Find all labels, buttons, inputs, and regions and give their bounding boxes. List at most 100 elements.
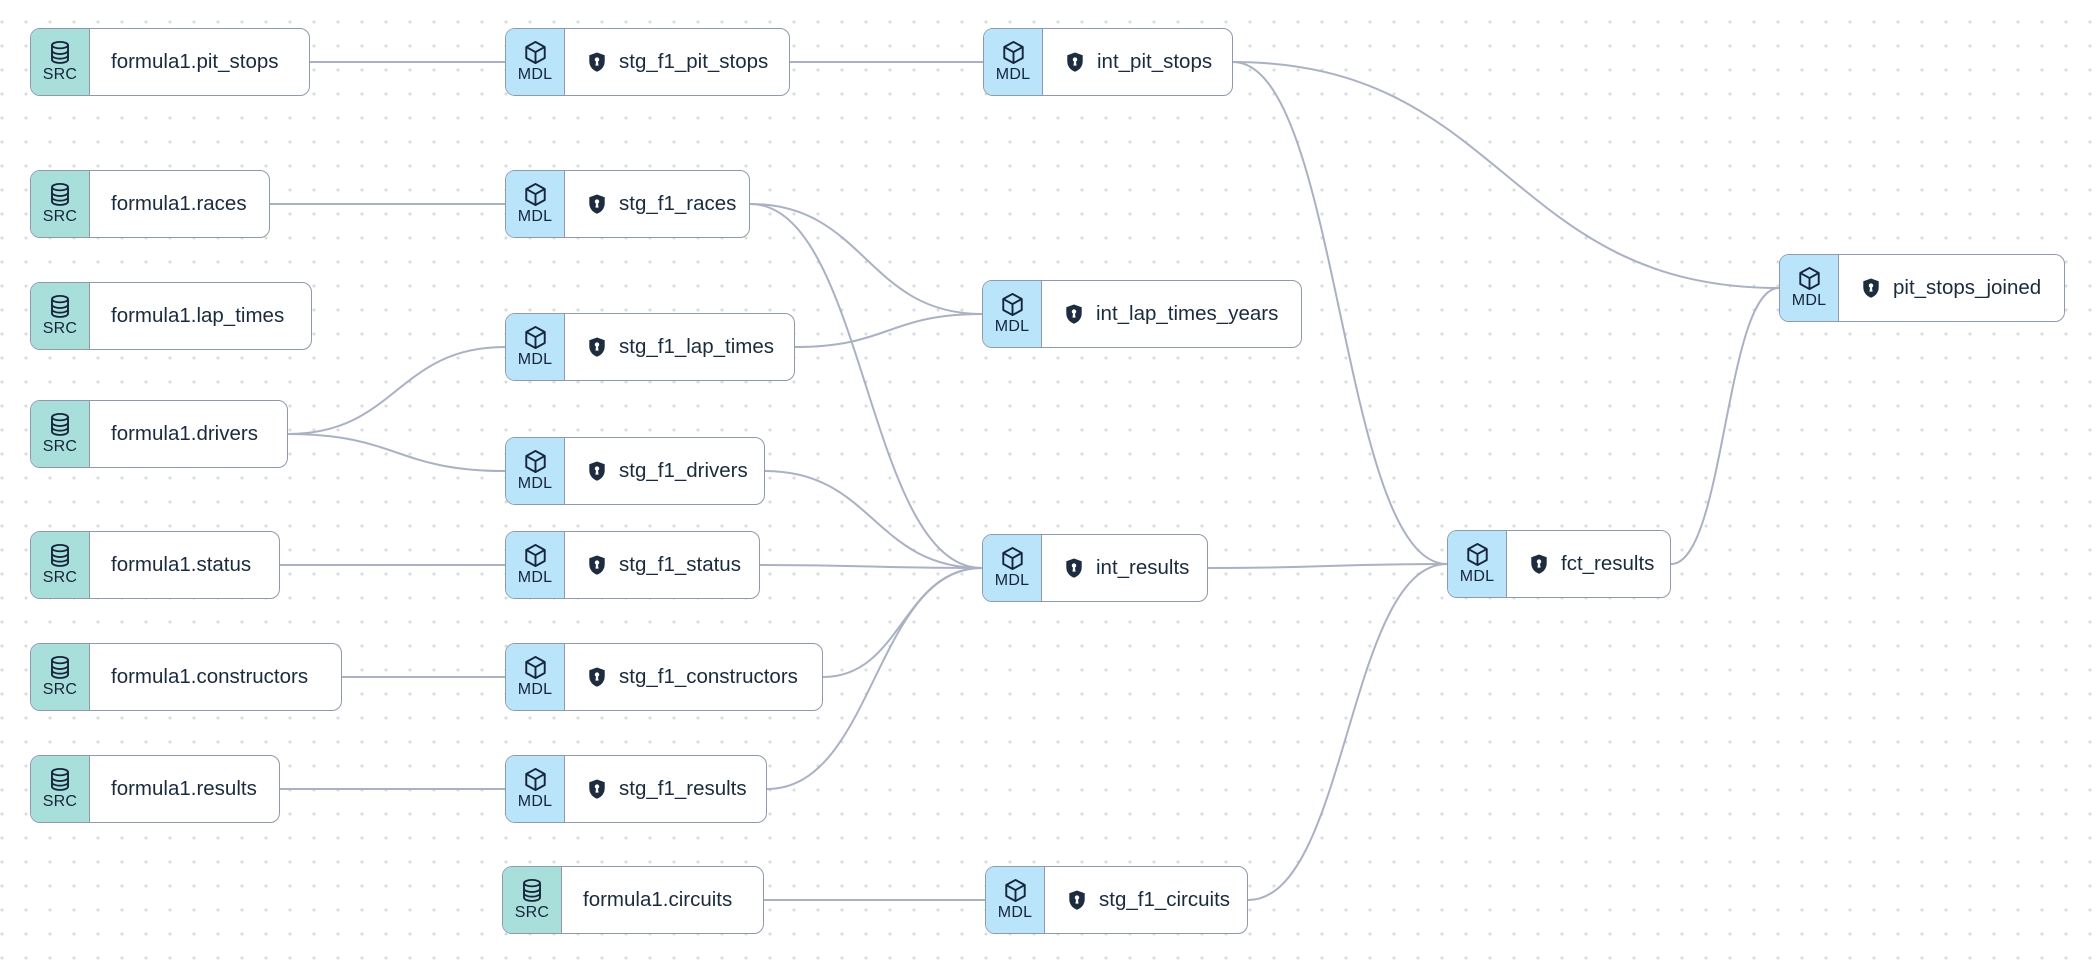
node-body: formula1.drivers xyxy=(90,401,287,467)
cube-icon xyxy=(999,545,1026,572)
node-body: stg_f1_status xyxy=(565,532,761,598)
node-kind-label: SRC xyxy=(42,569,78,587)
cube-icon xyxy=(999,291,1026,318)
lineage-node-pit_stops_joined[interactable]: MDL pit_stops_joined xyxy=(1779,254,2065,322)
node-kind-label: MDL xyxy=(994,318,1030,336)
lineage-node-int_results[interactable]: MDL int_results xyxy=(982,534,1208,602)
node-kind-label: SRC xyxy=(42,793,78,811)
edge-stg_lap_times--int_lap_times_years xyxy=(794,313,983,348)
database-icon xyxy=(47,766,73,793)
database-icon xyxy=(47,411,73,438)
node-label: formula1.circuits xyxy=(583,888,733,911)
edge-src_drivers--stg_drivers xyxy=(287,433,506,472)
node-kind-label: SRC xyxy=(514,904,550,922)
lineage-node-int_pit_stops[interactable]: MDL int_pit_stops xyxy=(983,28,1233,96)
edge-stg_drivers--int_results xyxy=(764,470,983,569)
node-body: stg_f1_constructors xyxy=(565,644,822,710)
node-kind-label: MDL xyxy=(995,66,1031,84)
edge-stg_races--int_lap_times_years xyxy=(749,203,983,315)
lineage-node-stg_races[interactable]: MDL stg_f1_races xyxy=(505,170,750,238)
lineage-node-src_status[interactable]: SRC formula1.status xyxy=(30,531,280,599)
node-kind-badge: MDL xyxy=(506,171,565,237)
node-body: stg_f1_pit_stops xyxy=(565,29,789,95)
node-label: stg_f1_circuits xyxy=(1099,888,1231,911)
node-kind-label: MDL xyxy=(1791,292,1827,310)
shield-lock-icon xyxy=(586,193,608,215)
cube-icon xyxy=(1002,877,1029,904)
node-body: stg_f1_drivers xyxy=(565,438,768,504)
lineage-node-stg_status[interactable]: MDL stg_f1_status xyxy=(505,531,760,599)
node-kind-label: SRC xyxy=(42,681,78,699)
node-kind-label: MDL xyxy=(997,904,1033,922)
node-label: formula1.pit_stops xyxy=(111,50,279,73)
node-kind-badge: SRC xyxy=(31,171,90,237)
node-kind-label: MDL xyxy=(517,66,553,84)
database-icon xyxy=(47,39,73,66)
lineage-node-stg_pit_stops[interactable]: MDL stg_f1_pit_stops xyxy=(505,28,790,96)
shield-lock-icon xyxy=(1063,303,1085,325)
cube-icon xyxy=(522,448,549,475)
node-body: formula1.pit_stops xyxy=(90,29,309,95)
node-label: stg_f1_results xyxy=(619,777,747,800)
node-kind-badge: MDL xyxy=(506,532,565,598)
node-body: formula1.races xyxy=(90,171,269,237)
edge-stg_races--int_results xyxy=(749,203,983,569)
shield-lock-icon xyxy=(586,778,608,800)
edge-int_pit_stops--pit_stops_joined xyxy=(1232,61,1780,289)
node-kind-badge: MDL xyxy=(506,644,565,710)
lineage-node-int_lap_times_years[interactable]: MDL int_lap_times_years xyxy=(982,280,1302,348)
node-label: fct_results xyxy=(1561,552,1655,575)
node-body: stg_f1_results xyxy=(565,756,767,822)
node-body: stg_f1_lap_times xyxy=(565,314,794,380)
node-label: formula1.constructors xyxy=(111,665,309,688)
shield-lock-icon xyxy=(1528,553,1550,575)
lineage-node-stg_lap_times[interactable]: MDL stg_f1_lap_times xyxy=(505,313,795,381)
node-label: formula1.status xyxy=(111,553,252,576)
database-icon xyxy=(47,181,73,208)
lineage-node-src_circuits[interactable]: SRC formula1.circuits xyxy=(502,866,764,934)
cube-icon xyxy=(522,766,549,793)
lineage-node-stg_constructors[interactable]: MDL stg_f1_constructors xyxy=(505,643,823,711)
node-body: formula1.status xyxy=(90,532,279,598)
node-label: formula1.lap_times xyxy=(111,304,285,327)
database-icon xyxy=(47,542,73,569)
node-label: pit_stops_joined xyxy=(1893,276,2042,299)
lineage-node-src_constructors[interactable]: SRC formula1.constructors xyxy=(30,643,342,711)
node-kind-label: SRC xyxy=(42,320,78,338)
cube-icon xyxy=(1464,541,1491,568)
database-icon xyxy=(519,877,545,904)
node-kind-badge: SRC xyxy=(31,401,90,467)
lineage-node-fct_results[interactable]: MDL fct_results xyxy=(1447,530,1671,598)
lineage-node-src_lap_times[interactable]: SRC formula1.lap_times xyxy=(30,282,312,350)
node-kind-badge: MDL xyxy=(986,867,1045,933)
node-kind-badge: MDL xyxy=(506,314,565,380)
shield-lock-icon xyxy=(1064,51,1086,73)
shield-lock-icon xyxy=(586,460,608,482)
lineage-node-stg_results[interactable]: MDL stg_f1_results xyxy=(505,755,767,823)
node-kind-badge: MDL xyxy=(984,29,1043,95)
edge-src_drivers--stg_lap_times xyxy=(287,346,506,435)
node-kind-label: MDL xyxy=(1459,568,1495,586)
node-body: formula1.circuits xyxy=(562,867,763,933)
lineage-node-stg_circuits[interactable]: MDL stg_f1_circuits xyxy=(985,866,1248,934)
node-label: stg_f1_drivers xyxy=(619,459,748,482)
node-body: fct_results xyxy=(1507,531,1674,597)
node-kind-label: MDL xyxy=(994,572,1030,590)
cube-icon xyxy=(522,181,549,208)
node-body: int_pit_stops xyxy=(1043,29,1232,95)
database-icon xyxy=(47,654,73,681)
cube-icon xyxy=(522,39,549,66)
node-kind-badge: SRC xyxy=(31,283,90,349)
node-body: int_results xyxy=(1042,535,1209,601)
edge-stg_constructors--int_results xyxy=(822,567,983,678)
shield-lock-icon xyxy=(1860,277,1882,299)
node-body: formula1.constructors xyxy=(90,644,341,710)
lineage-node-stg_drivers[interactable]: MDL stg_f1_drivers xyxy=(505,437,765,505)
cube-icon xyxy=(522,542,549,569)
edge-stg_status--int_results xyxy=(759,564,983,569)
